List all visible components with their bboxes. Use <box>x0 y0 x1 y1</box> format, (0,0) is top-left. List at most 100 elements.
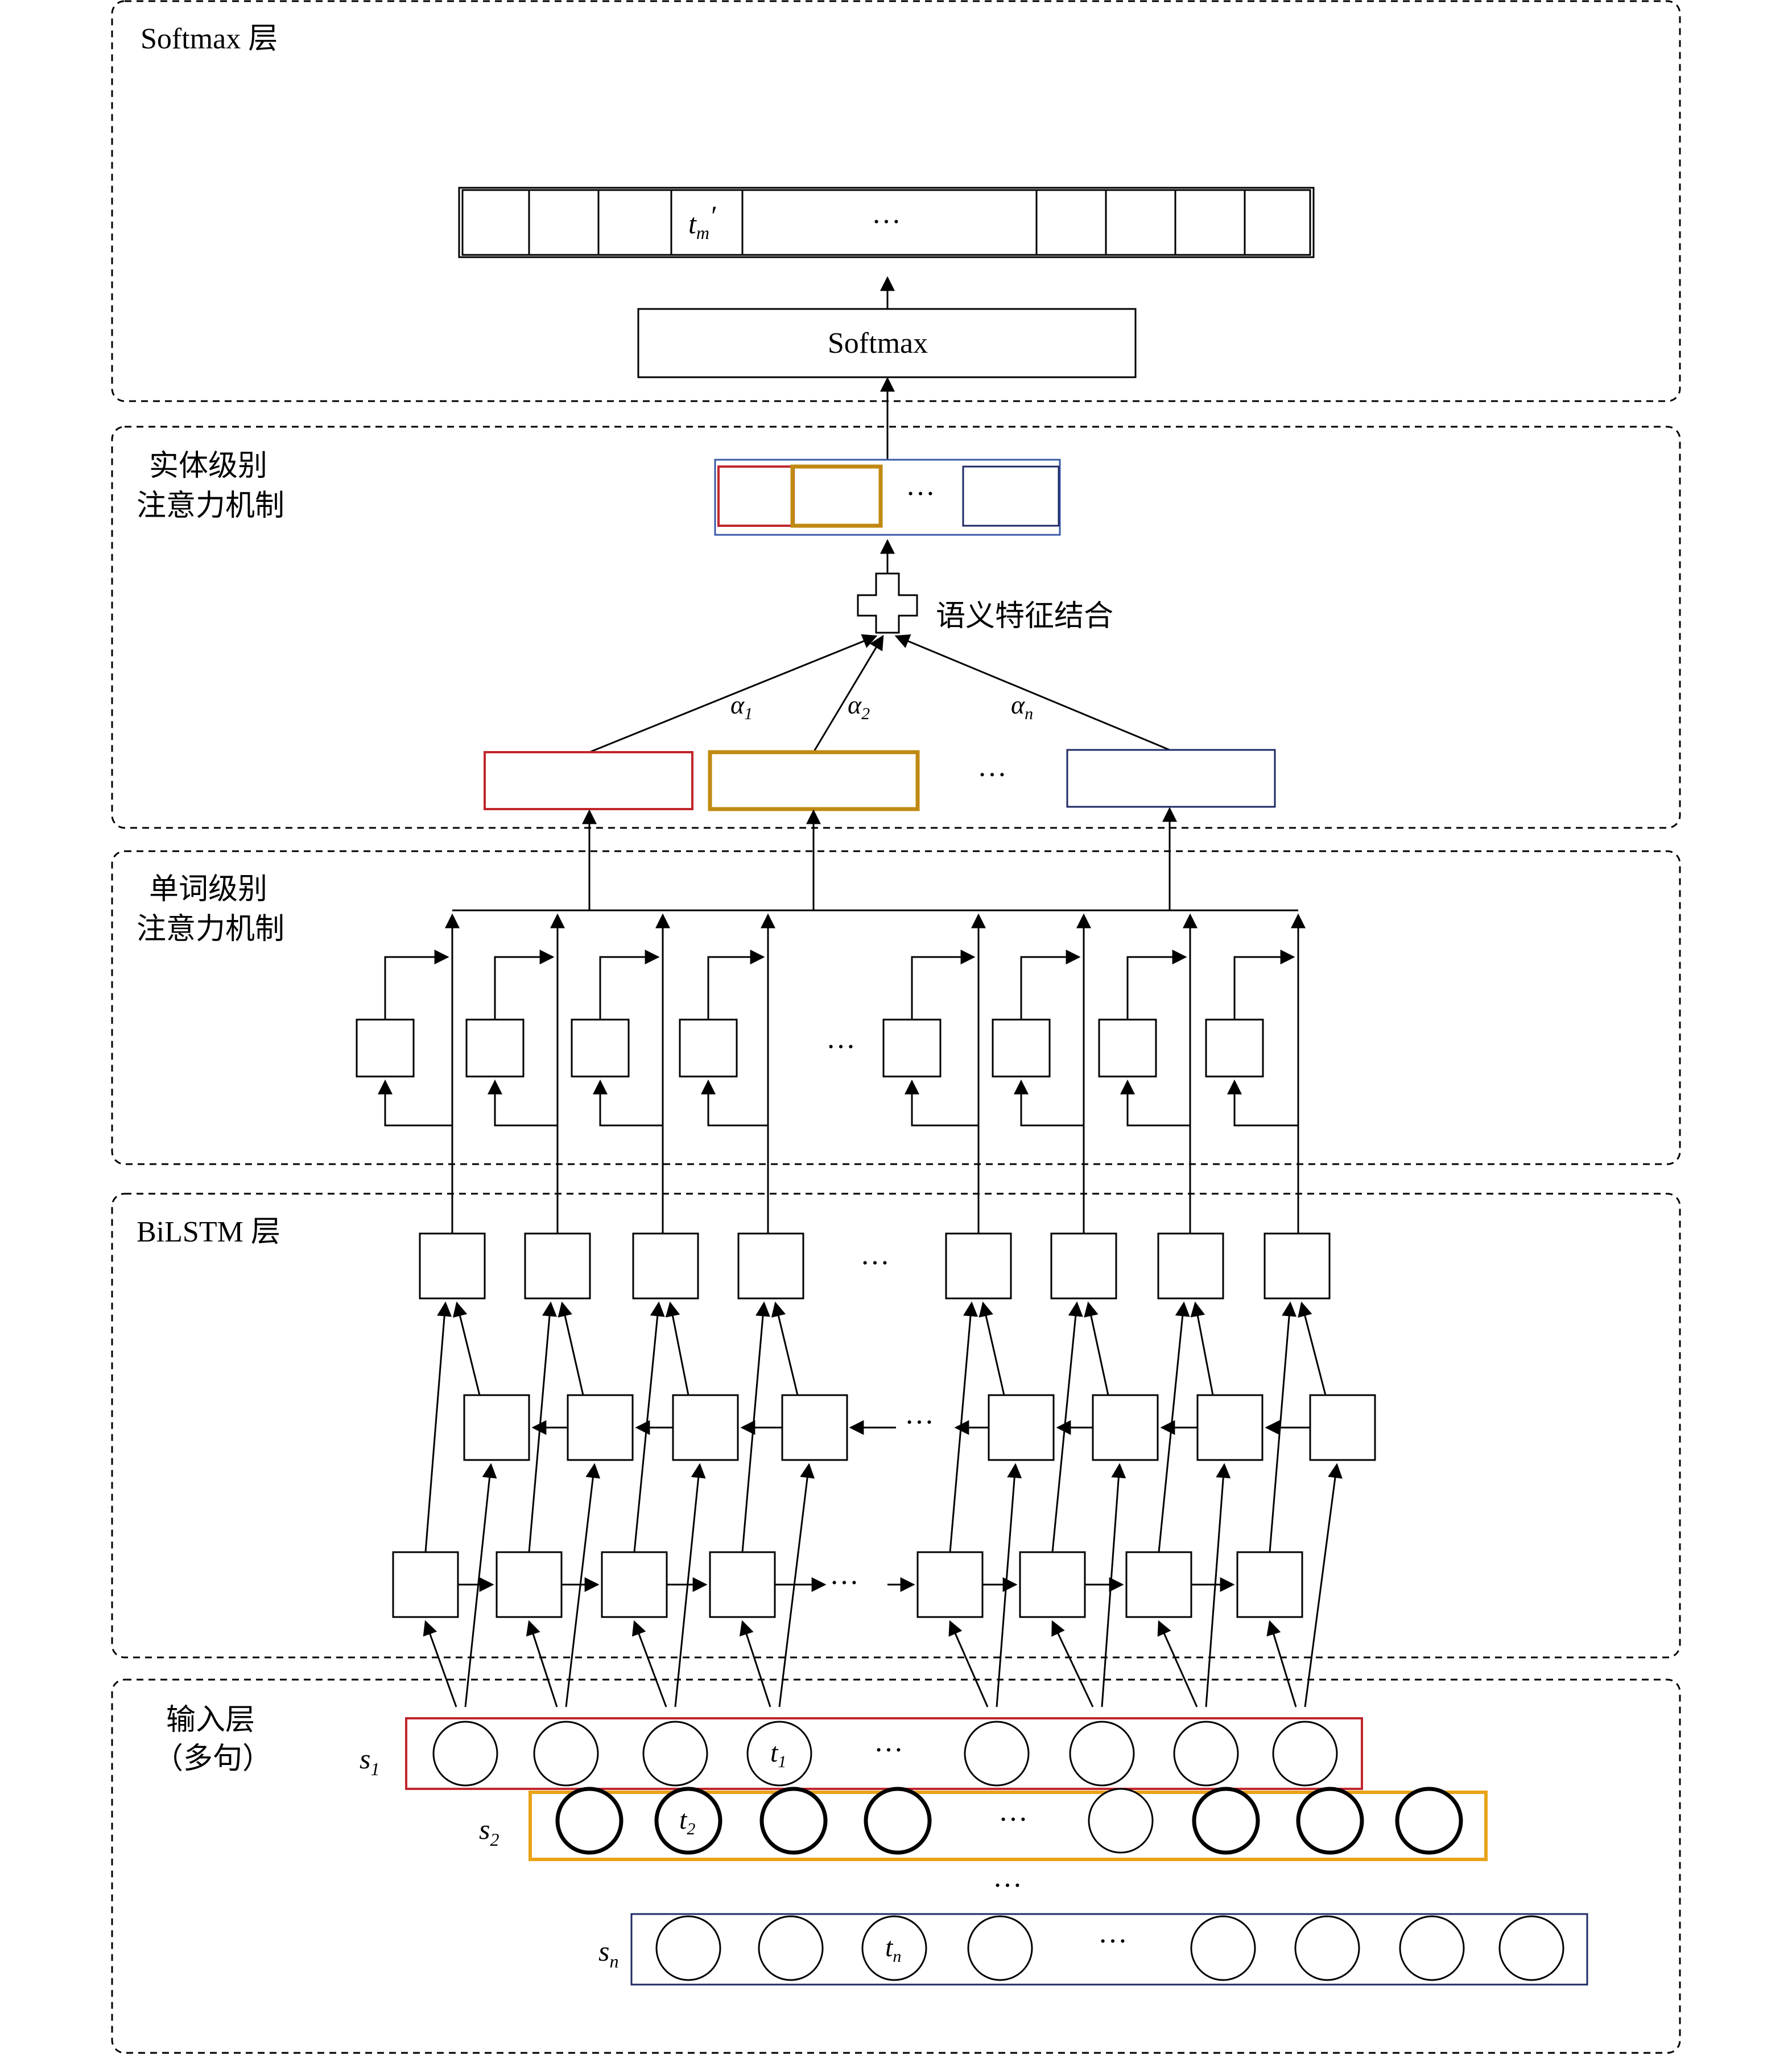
softmax-layer-panel <box>111 0 1681 402</box>
token-node <box>864 1787 932 1855</box>
token-node <box>1088 1788 1154 1854</box>
backward-to-output-arrow <box>1190 1301 1214 1396</box>
forward-lstm-box <box>601 1551 668 1618</box>
score-to-trunk-arrow <box>1233 950 1295 1020</box>
score-to-trunk-arrow <box>599 950 660 1020</box>
forward-lstm-box <box>496 1551 563 1618</box>
alpha-1-arrow <box>589 634 878 753</box>
sentence-1-label: s1 <box>360 1743 379 1779</box>
score-to-trunk-arrow <box>1020 950 1081 1020</box>
input-to-backward-arrow <box>674 1463 706 1707</box>
sentence-vector-ellipsis: … <box>977 750 1007 783</box>
forward-to-output-arrow <box>1158 1301 1190 1553</box>
trunk-to-score-arrow <box>1014 1079 1084 1127</box>
bilstm-output-box <box>737 1232 804 1300</box>
entity-attention-layer-panel <box>111 426 1681 829</box>
input-to-backward-arrow <box>1205 1463 1231 1707</box>
token-node <box>758 1915 824 1981</box>
input-to-forward-arrow <box>423 1620 457 1707</box>
score-to-trunk-arrow <box>911 950 976 1020</box>
token-node <box>861 1915 927 1981</box>
word-attention-layer-panel <box>111 850 1681 1165</box>
token-node <box>1294 1915 1360 1981</box>
sentence-n-label: sn <box>598 1935 618 1971</box>
token-node <box>642 1721 708 1787</box>
backward-lstm-box <box>781 1394 848 1461</box>
input-to-backward-arrow <box>1101 1463 1126 1707</box>
backward-to-output-arrow <box>452 1301 481 1396</box>
target-token-label: t1 <box>770 1738 786 1771</box>
input-to-bilstm-arrows <box>423 1463 1343 1707</box>
bilstm-output-ellipsis: … <box>860 1239 890 1271</box>
token-node <box>533 1721 599 1787</box>
token-node <box>1190 1915 1256 1981</box>
attention-score-box <box>992 1018 1051 1078</box>
entity-attention-title-line1: 实体级别 <box>149 450 267 482</box>
token-node <box>1395 1787 1463 1855</box>
backward-lstm-box <box>567 1394 634 1461</box>
alpha-2-arrow <box>812 634 884 753</box>
sentence-2-frame <box>528 1791 1488 1861</box>
bilstm-forward-ellipsis: … <box>829 1558 859 1591</box>
backward-to-output-arrow <box>558 1301 584 1396</box>
bilstm-output-box <box>524 1232 591 1300</box>
input-to-backward-arrow <box>565 1463 601 1707</box>
backward-to-output-arrow <box>1298 1301 1327 1396</box>
token-node <box>759 1787 828 1855</box>
bilstm-output-box <box>1157 1232 1224 1300</box>
combined-sentence-vector: … <box>714 459 1061 536</box>
bilstm-output-box <box>945 1232 1012 1300</box>
backward-to-output-arrow <box>665 1301 689 1396</box>
backward-lstm-box <box>988 1394 1055 1461</box>
word-attention-title-line1: 单词级别 <box>149 873 267 906</box>
score-to-trunk-arrow <box>707 950 765 1020</box>
sentence-1-tokens: t1 <box>432 1721 1338 1787</box>
trunk-to-score-arrow <box>1120 1079 1190 1127</box>
trunk-to-score-arrow <box>1227 1079 1298 1127</box>
softmax-layer-title: Softmax 层 <box>141 23 278 55</box>
forward-to-output-arrow <box>1051 1301 1083 1553</box>
backward-lstm-box <box>1196 1394 1264 1461</box>
attention-score-box <box>465 1018 525 1078</box>
attention-score-box <box>1205 1018 1264 1078</box>
bilstm-backward-ellipsis: … <box>905 1398 934 1430</box>
token-node <box>967 1915 1033 1981</box>
token-node <box>655 1915 721 1981</box>
forward-lstm-box <box>1236 1551 1303 1618</box>
sentence-2-tokens: t2 <box>555 1787 1463 1855</box>
combined-ellipsis: … <box>906 469 935 502</box>
target-token-label: t2 <box>679 1805 695 1838</box>
bilstm-layer-panel <box>111 1193 1681 1659</box>
sentence-1-ellipsis: … <box>874 1726 903 1758</box>
forward-to-output-arrow <box>741 1301 770 1553</box>
sentence-n-frame <box>630 1913 1588 1986</box>
sentence-1-frame <box>405 1717 1363 1790</box>
attention-score-box <box>1098 1018 1157 1078</box>
trunk-to-score-arrow <box>488 1079 558 1127</box>
attention-score-box <box>679 1018 738 1078</box>
input-to-forward-arrow <box>632 1620 667 1707</box>
alpha-n-label: αn <box>1011 690 1033 723</box>
forward-to-output-arrow <box>633 1301 665 1553</box>
input-to-forward-arrow <box>1051 1620 1094 1707</box>
token-node <box>746 1721 812 1787</box>
backward-to-output-arrow <box>978 1301 1005 1396</box>
bilstm-output-box <box>1264 1232 1331 1300</box>
input-to-backward-arrow <box>1304 1463 1343 1707</box>
forward-lstm-box <box>916 1551 984 1618</box>
token-node <box>432 1721 498 1787</box>
forward-to-output-arrow <box>528 1301 557 1553</box>
sentence-n-ellipsis: … <box>1098 1917 1128 1949</box>
bilstm-layer-title: BiLSTM 层 <box>137 1216 280 1248</box>
input-layer-title-line1: 输入层 <box>166 1704 255 1737</box>
bilstm-output-box <box>632 1232 699 1300</box>
output-ellipsis: … <box>872 197 901 230</box>
attention-score-box <box>356 1018 415 1078</box>
token-node <box>1399 1915 1465 1981</box>
backward-lstm-box <box>1092 1394 1159 1461</box>
score-to-trunk-arrow <box>494 950 555 1020</box>
sentence-2-vector <box>708 750 920 811</box>
trunk-to-score-arrow <box>701 1079 768 1127</box>
backward-to-output-arrow <box>771 1301 799 1396</box>
trunk-to-score-arrow <box>905 1079 978 1127</box>
